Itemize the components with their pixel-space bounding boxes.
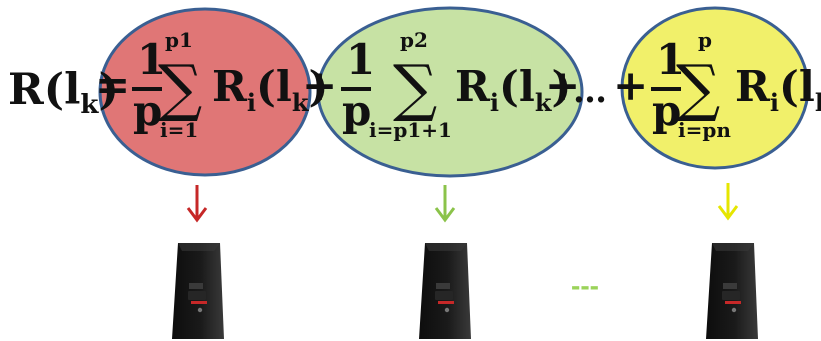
computer-tower-icon (706, 243, 758, 339)
lhs-label: R(lk) (8, 65, 119, 120)
term3-numerator: 1 (656, 35, 685, 84)
term-ellipse-2 (316, 6, 584, 178)
term2-sum-symbol: ∑ (393, 51, 437, 124)
term1-sum-symbol: ∑ (158, 51, 202, 124)
node-separator-dash: --- (571, 270, 599, 301)
term2-body: Ri(lk) (455, 62, 571, 117)
term1-upper-limit: p1 (165, 28, 193, 52)
term1-denominator: p (133, 86, 162, 135)
term1-body: Ri(lk) (212, 62, 328, 117)
computer-tower-icon (419, 243, 471, 339)
term2-upper-limit: p2 (400, 28, 428, 52)
plus-sign-1: + (302, 61, 337, 110)
term3-upper-limit: p (698, 28, 712, 52)
term-ellipse-1 (98, 7, 312, 177)
plus-sign-2: + (545, 61, 580, 110)
term3-denominator: p (652, 86, 681, 135)
term2-lower-limit: i=p1+1 (369, 118, 452, 142)
term1-numerator: 1 (137, 35, 166, 84)
equals-sign: = (95, 60, 130, 109)
term3-body: Ri(lk) (735, 62, 821, 117)
term2-denominator: p (342, 86, 371, 135)
plus-sign-3: + (613, 61, 648, 110)
computer-tower-icon (172, 243, 224, 339)
down-arrow-icon-1 (186, 185, 208, 223)
down-arrow-icon-2 (434, 185, 456, 223)
term3-lower-limit: i=pn (678, 118, 731, 142)
term3-sum-symbol: ∑ (676, 51, 720, 124)
term-ellipse-3 (620, 6, 810, 170)
ellipsis: … (573, 71, 607, 111)
term1-lower-limit: i=1 (160, 118, 198, 142)
down-arrow-icon-3 (717, 183, 739, 221)
term2-numerator: 1 (346, 35, 375, 84)
